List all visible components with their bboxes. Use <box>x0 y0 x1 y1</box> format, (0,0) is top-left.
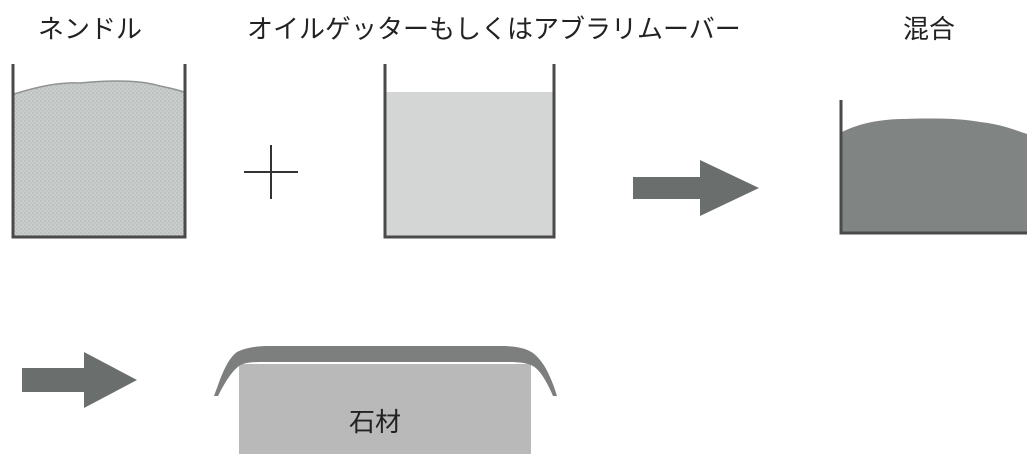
mix-container <box>839 100 1027 235</box>
needle-surface <box>13 80 185 95</box>
needle-fill <box>14 81 184 236</box>
arrow-right-icon <box>22 352 137 408</box>
mix-fill <box>842 118 1027 232</box>
additive-label: オイルゲッターもしくはアブラリムーバー <box>247 15 741 45</box>
mix-beaker <box>839 100 1027 235</box>
stone-body <box>239 364 531 454</box>
stone-label: 石材 <box>349 408 402 438</box>
mix-label: 混合 <box>903 15 956 45</box>
arrow-right-icon <box>633 160 759 216</box>
plus-icon <box>244 145 298 199</box>
stone-block <box>214 346 557 454</box>
additive-beaker <box>383 64 556 239</box>
additive-fill <box>386 92 553 236</box>
needle-beaker <box>11 64 187 239</box>
stone-coating <box>214 346 557 396</box>
needle-container <box>11 64 187 239</box>
needle-label: ネンドル <box>38 15 143 45</box>
additive-container <box>383 64 556 239</box>
